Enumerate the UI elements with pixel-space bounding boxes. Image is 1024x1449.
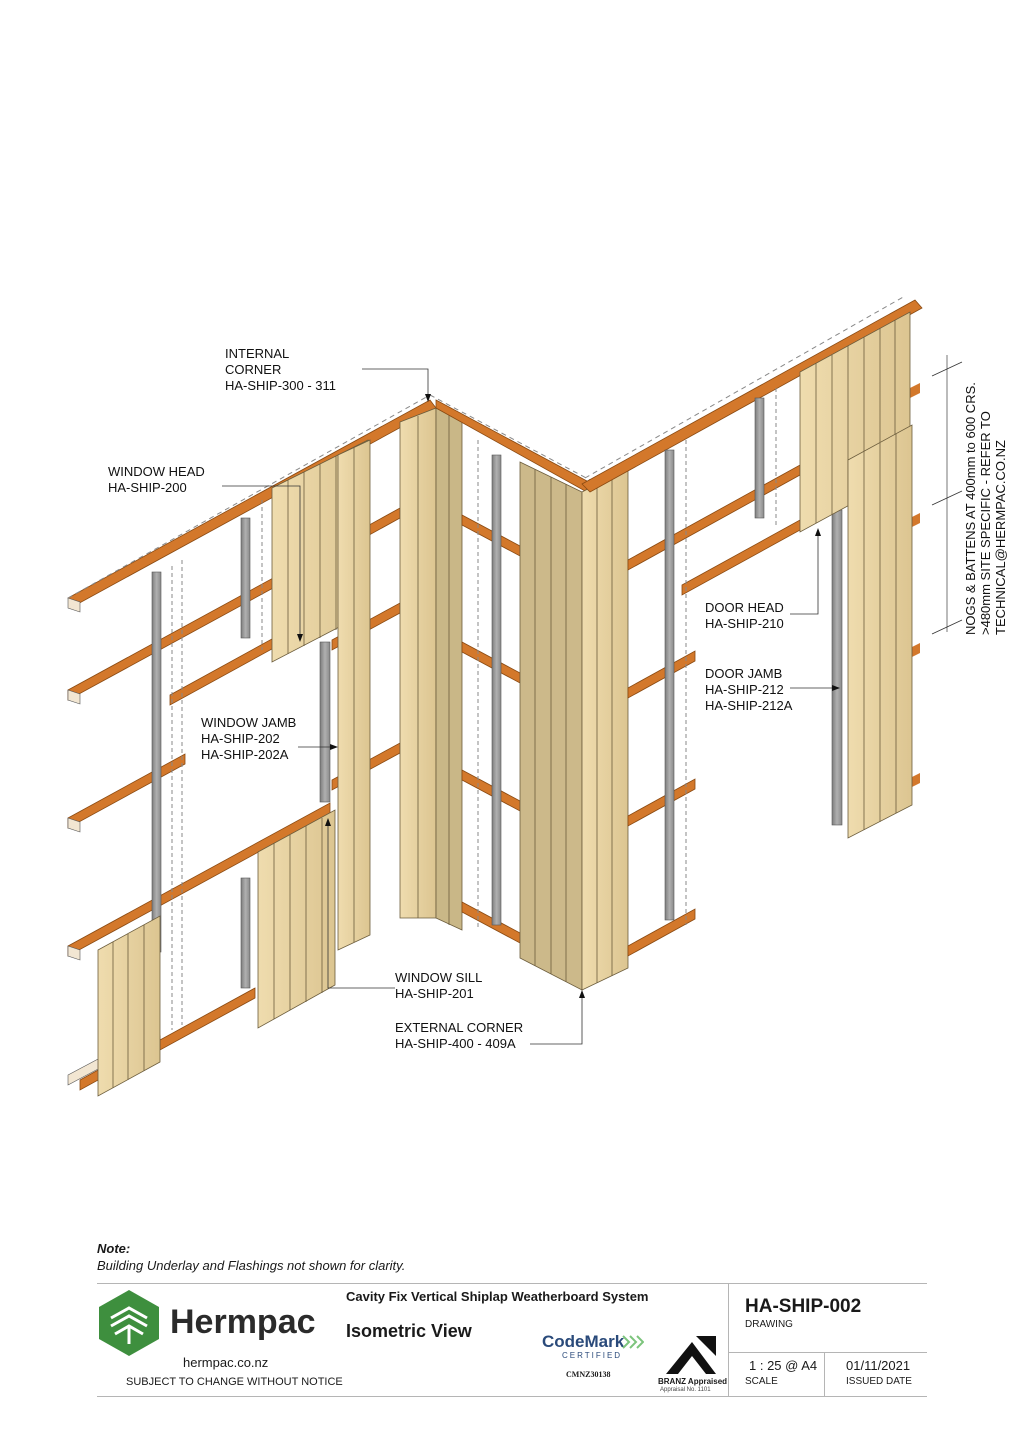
svg-text:DOOR JAMB: DOOR JAMB xyxy=(705,666,782,681)
svg-text:HA-SHIP-202: HA-SHIP-202 xyxy=(201,731,280,746)
issued-date-label: ISSUED DATE xyxy=(846,1376,912,1387)
svg-text:TECHNICAL@HERMPAC.CO.NZ: TECHNICAL@HERMPAC.CO.NZ xyxy=(993,440,1008,635)
company-website: hermpac.co.nz xyxy=(183,1355,269,1370)
note-title: Note: xyxy=(97,1241,131,1256)
svg-text:>480mm SITE SPECIFIC - REFER T: >480mm SITE SPECIFIC - REFER TO xyxy=(978,411,993,635)
scale-label: SCALE xyxy=(745,1376,778,1387)
left-top-plate xyxy=(67,394,437,613)
callout-window-jamb: WINDOW JAMB HA-SHIP-202 HA-SHIP-202A xyxy=(201,715,296,762)
codemark-certified: CERTIFIED xyxy=(562,1351,623,1360)
svg-text:HA-SHIP-300 - 311: HA-SHIP-300 - 311 xyxy=(225,378,336,393)
svg-text:HA-SHIP-210: HA-SHIP-210 xyxy=(705,616,784,631)
svg-text:WINDOW JAMB: WINDOW JAMB xyxy=(201,715,296,730)
leader-lines xyxy=(222,355,963,1045)
svg-text:DOOR HEAD: DOOR HEAD xyxy=(705,600,784,615)
callout-window-head: WINDOW HEAD HA-SHIP-200 xyxy=(108,464,205,495)
external-corner-boards xyxy=(519,461,629,991)
svg-text:HA-SHIP-202A: HA-SHIP-202A xyxy=(201,747,289,762)
branz-appraised: BRANZ Appraised xyxy=(658,1377,728,1386)
callout-door-jamb: DOOR JAMB HA-SHIP-212 HA-SHIP-212A xyxy=(705,666,793,713)
codemark-logo: CodeMark xyxy=(542,1332,625,1351)
svg-text:WINDOW SILL: WINDOW SILL xyxy=(395,970,482,985)
chevron-right-icon xyxy=(622,1335,644,1349)
svg-text:INTERNAL: INTERNAL xyxy=(225,346,289,361)
disclaimer: SUBJECT TO CHANGE WITHOUT NOTICE xyxy=(126,1376,343,1388)
svg-text:WINDOW HEAD: WINDOW HEAD xyxy=(108,464,205,479)
branz-logo-icon xyxy=(666,1336,716,1374)
svg-text:CORNER: CORNER xyxy=(225,362,281,377)
branz-appraisal-no: Appraisal No. 1101 xyxy=(660,1387,711,1393)
view-title: Isometric View xyxy=(346,1321,472,1341)
callout-external-corner: EXTERNAL CORNER HA-SHIP-400 - 409A xyxy=(395,1020,523,1051)
svg-text:HA-SHIP-212A: HA-SHIP-212A xyxy=(705,698,793,713)
window-sill-cladding xyxy=(257,809,336,1029)
left-studs xyxy=(151,500,341,1030)
svg-text:NOGS & BATTENS AT 400mm to 600: NOGS & BATTENS AT 400mm to 600 CRS. xyxy=(963,382,978,635)
svg-text:HA-SHIP-212: HA-SHIP-212 xyxy=(705,682,784,697)
left-wall xyxy=(67,394,437,1097)
svg-text:EXTERNAL CORNER: EXTERNAL CORNER xyxy=(395,1020,523,1035)
callout-door-head: DOOR HEAD HA-SHIP-210 xyxy=(705,600,784,631)
callout-internal-corner: INTERNAL CORNER HA-SHIP-300 - 311 xyxy=(225,346,336,393)
svg-text:HA-SHIP-400 - 409A: HA-SHIP-400 - 409A xyxy=(395,1036,516,1051)
issued-date-value: 01/11/2021 xyxy=(846,1358,911,1373)
internal-corner-boards xyxy=(399,407,463,931)
system-title: Cavity Fix Vertical Shiplap Weatherboard… xyxy=(346,1289,649,1304)
codemark-number: CMNZ30138 xyxy=(566,1370,611,1379)
window-jamb-cladding xyxy=(337,439,371,951)
svg-text:HA-SHIP-200: HA-SHIP-200 xyxy=(108,480,187,495)
hermpac-logo-icon xyxy=(99,1290,159,1356)
callout-nogs-battens: NOGS & BATTENS AT 400mm to 600 CRS. >480… xyxy=(963,382,1008,635)
svg-text:HA-SHIP-201: HA-SHIP-201 xyxy=(395,986,474,1001)
drawing-number: HA-SHIP-002 xyxy=(745,1296,862,1317)
right-wall xyxy=(581,295,923,957)
callout-window-sill: WINDOW SILL HA-SHIP-201 xyxy=(395,970,482,1001)
company-name: Hermpac xyxy=(170,1303,316,1341)
scale-value: 1 : 25 @ A4 xyxy=(749,1358,818,1373)
drawing-label: DRAWING xyxy=(745,1319,793,1330)
middle-wall xyxy=(429,394,601,944)
note-text: Building Underlay and Flashings not show… xyxy=(97,1258,406,1273)
left-base-cladding xyxy=(97,915,161,1097)
